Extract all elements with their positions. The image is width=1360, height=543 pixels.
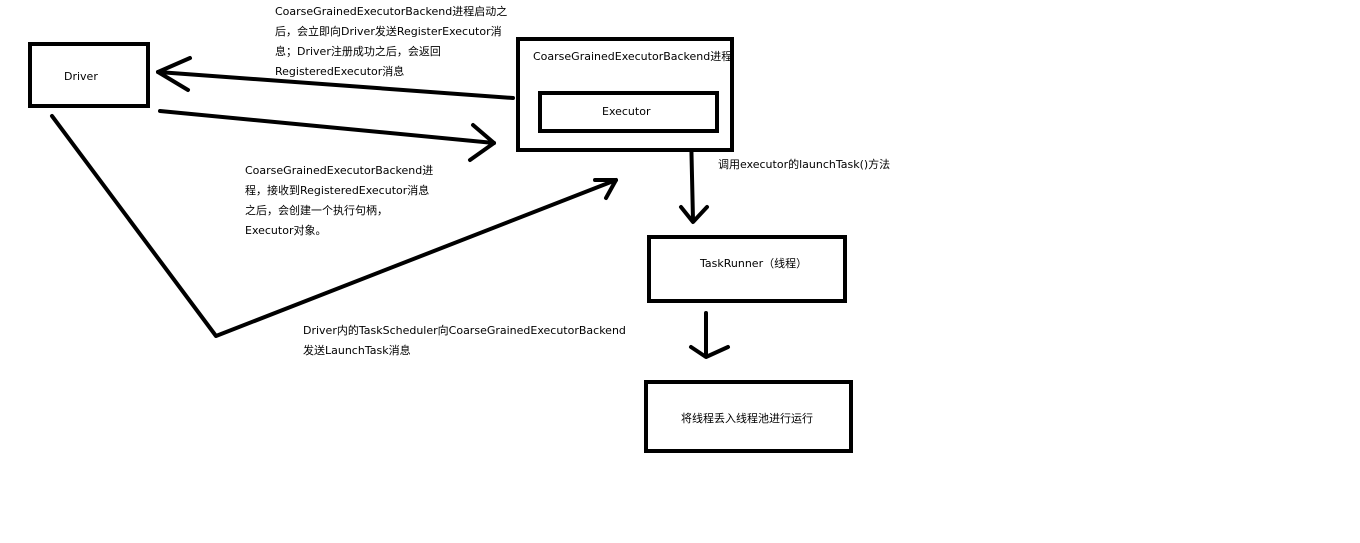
note-launch-task: Driver内的TaskScheduler向CoarseGrainedExecu… — [303, 324, 626, 357]
task-runner-label: TaskRunner（线程） — [700, 257, 808, 270]
thread-pool-node: 将线程丢入线程池进行运行 — [644, 380, 853, 453]
backend-label: CoarseGrainedExecutorBackend进程 — [533, 50, 733, 63]
arrowhead-taskrunner — [679, 205, 709, 224]
arrowhead-driver — [156, 56, 192, 92]
thread-pool-label: 将线程丢入线程池进行运行 — [681, 412, 813, 425]
arrowhead-backend — [468, 123, 496, 162]
note-create-executor: CoarseGrainedExecutorBackend进 程，接收到Regis… — [245, 164, 434, 237]
arrowhead-pool — [689, 345, 730, 359]
arrow-driver-to-backend — [158, 109, 496, 145]
task-runner-node: TaskRunner（线程） — [647, 235, 847, 303]
arrowhead-launch-task — [593, 178, 618, 200]
note-call-launch-task: 调用executor的launchTask()方法 — [718, 158, 891, 171]
arrow-launch-task — [50, 114, 618, 338]
executor-node: Executor — [538, 91, 719, 133]
driver-node: Driver — [28, 42, 150, 108]
note-register-executor: CoarseGrainedExecutorBackend进程启动之 后，会立即向… — [275, 5, 508, 78]
arrow-backend-to-driver — [156, 70, 515, 100]
driver-label: Driver — [64, 70, 98, 83]
executor-label: Executor — [602, 105, 651, 118]
